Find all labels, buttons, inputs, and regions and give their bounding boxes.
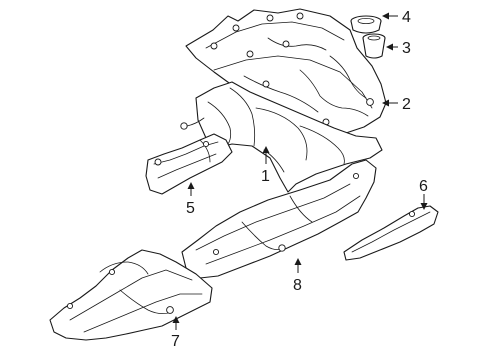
callout-3: 3 xyxy=(402,40,411,57)
callout-4: 4 xyxy=(402,9,411,26)
converter-heat-shield xyxy=(181,159,377,279)
side-heat-shield xyxy=(343,205,439,261)
arrowhead-5 xyxy=(187,182,195,189)
callout-8: 8 xyxy=(293,277,302,294)
callout-2: 2 xyxy=(402,96,411,113)
callout-5: 5 xyxy=(186,200,195,217)
leader-lines xyxy=(172,12,428,330)
bracket-heat-shield xyxy=(145,133,233,195)
callout-1: 1 xyxy=(261,168,270,185)
arrowhead-4 xyxy=(382,12,389,20)
callout-6: 6 xyxy=(419,178,428,195)
arrowhead-1 xyxy=(262,146,270,153)
callout-7: 7 xyxy=(171,333,180,350)
callout-labels: 1 2 3 4 5 6 7 8 xyxy=(171,9,428,350)
arrowhead-3 xyxy=(386,43,393,51)
arrowhead-8 xyxy=(294,258,302,265)
arrowhead-7 xyxy=(172,316,180,323)
arrowhead-2 xyxy=(382,99,389,107)
insulator-sleeve xyxy=(362,33,386,59)
grommet xyxy=(350,15,382,34)
arrowhead-6 xyxy=(420,203,428,210)
lower-heat-shield xyxy=(49,249,213,341)
